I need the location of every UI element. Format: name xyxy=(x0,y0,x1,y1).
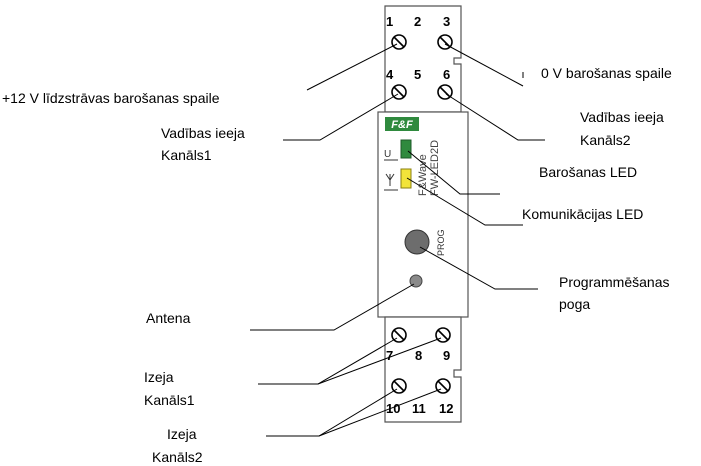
programming-button[interactable] xyxy=(404,229,430,255)
terminal-3-number: 3 xyxy=(443,14,450,29)
label-input2-line1: Vadības ieeja xyxy=(580,109,664,125)
terminal-8-number: 8 xyxy=(415,348,422,363)
terminal-12-screw-icon xyxy=(435,378,451,394)
label-output2-line2: Kanāls2 xyxy=(152,449,203,465)
label-output2-line1: Izeja xyxy=(167,426,197,442)
power-led-label: U xyxy=(384,149,391,160)
antenna-symbol-icon xyxy=(384,173,398,191)
terminal-4-screw-icon xyxy=(391,84,407,100)
logo-text: F&F xyxy=(391,119,413,131)
leader-input1 xyxy=(283,93,399,141)
terminal-11-number: 11 xyxy=(412,401,426,416)
leader-supply-plus xyxy=(306,43,398,91)
leader-power-led xyxy=(407,150,500,195)
leader-input2 xyxy=(445,93,545,141)
leader-lines xyxy=(250,43,545,437)
communication-led xyxy=(400,168,412,189)
label-input1-line1: Vadības ieeja xyxy=(161,125,245,141)
terminal-12-number: 12 xyxy=(439,401,453,416)
label-input1-line2: Kanāls1 xyxy=(161,147,212,163)
label-power-led: Barošanas LED xyxy=(539,164,637,180)
label-supply-zero: 0 V barošanas spaile xyxy=(541,65,672,81)
terminal-10-number: 10 xyxy=(386,401,400,416)
leader-output2-a xyxy=(266,388,398,437)
label-comm-led: Komunikācijas LED xyxy=(522,206,643,222)
leader-antenna xyxy=(250,283,415,331)
label-antenna: Antena xyxy=(146,310,191,326)
label-prog-line2: poga xyxy=(559,296,590,312)
leader-prog xyxy=(419,246,538,290)
logo-badge: F&F xyxy=(385,117,419,131)
label-output1-line1: Izeja xyxy=(144,369,174,385)
terminal-2-number: 2 xyxy=(414,14,421,29)
terminal-4-number: 4 xyxy=(386,67,394,82)
bottom-terminal-block xyxy=(384,316,462,423)
leader-comm-led xyxy=(406,177,523,226)
terminal-9-number: 9 xyxy=(443,348,450,363)
label-supply-plus: +12 V līdzstrāvas barošanas spaile xyxy=(2,90,220,106)
label-prog-line1: Programmēšanas xyxy=(559,274,670,290)
terminal-9-screw-icon xyxy=(435,327,451,343)
leader-output1-b xyxy=(317,337,442,385)
terminal-5-number: 5 xyxy=(414,67,421,82)
label-output1-line2: Kanāls1 xyxy=(144,392,195,408)
leader-output1-a xyxy=(258,337,398,385)
leader-supply-zero xyxy=(444,43,524,87)
terminal-7-number: 7 xyxy=(386,348,393,363)
terminal-6-number: 6 xyxy=(443,67,450,82)
terminal-1-number: 1 xyxy=(386,14,393,29)
model-text: FW-LED2D xyxy=(429,140,441,196)
terminal-1-screw-icon xyxy=(391,34,407,50)
prog-label: PROG xyxy=(436,229,446,256)
device-body xyxy=(377,111,469,318)
device-housing xyxy=(377,5,469,423)
leader-output2-b xyxy=(318,388,442,437)
power-led xyxy=(400,139,412,159)
label-input2-line2: Kanāls2 xyxy=(580,132,631,148)
